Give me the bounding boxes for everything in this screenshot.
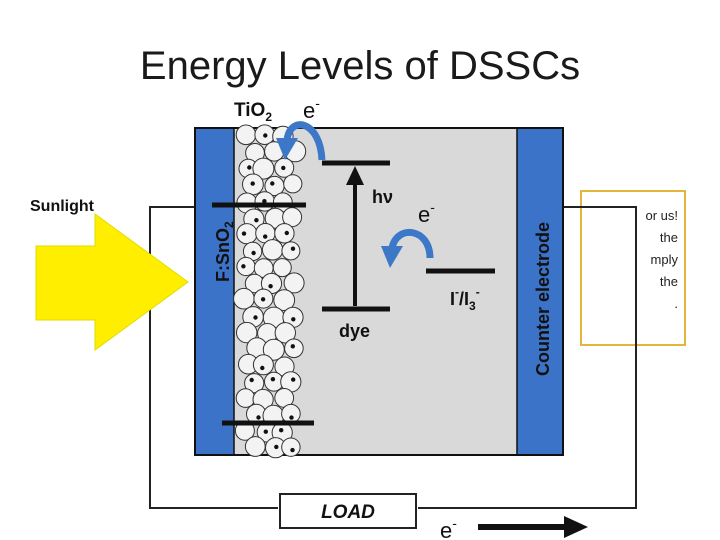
adsorbed-dye-dot (290, 344, 295, 349)
dye-label: dye (339, 321, 370, 341)
adsorbed-dye-dot (241, 231, 247, 236)
tio2-label: TiO2 (234, 100, 272, 124)
adsorbed-dye-dot (260, 365, 265, 371)
adsorbed-dye-dot (290, 447, 295, 453)
adsorbed-dye-dot (291, 317, 296, 322)
fto-label: F:SnO2 (213, 221, 236, 282)
partially-hidden-text-box: or us! the mply the . (580, 190, 686, 346)
redox-label: I-/I3- (450, 285, 480, 313)
tio2-particle (252, 354, 274, 376)
load-label: LOAD (321, 502, 375, 523)
tio2-particle (272, 258, 292, 278)
adsorbed-dye-dot (254, 218, 259, 223)
tio2-particle (235, 124, 257, 146)
excitation-arrowhead (346, 166, 364, 185)
sunlight-label: Sunlight (30, 198, 95, 215)
tio2-particle (244, 373, 265, 394)
tio2-particle (283, 272, 305, 294)
note-line-2: the (659, 230, 678, 245)
slide-title: Energy Levels of DSSCs (139, 44, 581, 88)
tio2-particle (233, 287, 255, 310)
electron-mid-label: e- (418, 199, 435, 227)
adsorbed-dye-dot (284, 230, 289, 236)
note-line-1: or us! (645, 208, 678, 223)
tio2-particle (235, 388, 256, 408)
tio2-particle (284, 338, 304, 359)
fto-electrode (196, 129, 234, 454)
adsorbed-dye-dot (274, 444, 279, 450)
adsorbed-dye-dot (262, 199, 267, 204)
injection-curved-arrow (283, 121, 326, 161)
adsorbed-dye-dot (251, 250, 256, 256)
adsorbed-dye-dot (249, 377, 254, 383)
note-line-4: the (659, 274, 678, 289)
adsorbed-dye-dot (268, 284, 273, 289)
tio2-particle (274, 322, 296, 344)
adsorbed-dye-dot (250, 181, 255, 186)
regeneration-arrowhead (381, 246, 403, 268)
tio2-particle (252, 157, 275, 180)
adsorbed-dye-dot (256, 415, 261, 420)
tio2-particle (282, 207, 303, 228)
adsorbed-dye-dot (241, 264, 246, 269)
tio2-particle (236, 321, 258, 344)
adsorbed-dye-dot (289, 415, 294, 420)
tio2-particle (281, 403, 301, 424)
circuit-wire (149, 206, 637, 509)
adsorbed-dye-dot (290, 246, 296, 251)
load-box (279, 493, 417, 529)
tio2-particle (273, 289, 296, 312)
note-line-3: mply (650, 252, 678, 267)
adsorbed-dye-dot (247, 165, 252, 170)
tio2-particle (281, 437, 301, 457)
adsorbed-dye-dot (291, 377, 296, 382)
adsorbed-dye-dot (281, 165, 286, 171)
tio2-particle (261, 239, 284, 261)
adsorbed-dye-dot (263, 429, 268, 434)
tio2-particle (281, 241, 301, 261)
adsorbed-dye-dot (263, 234, 268, 239)
electron-top-label: e- (303, 95, 320, 123)
note-line-5: . (674, 296, 678, 311)
adsorbed-dye-dot (263, 133, 268, 138)
adsorbed-dye-dot (253, 315, 258, 320)
tio2-particle (236, 223, 258, 245)
adsorbed-dye-dot (270, 181, 275, 186)
tio2-particle (236, 256, 256, 277)
tio2-particle (244, 436, 266, 457)
sunlight-arrow (35, 213, 189, 351)
electron-flow-arrowhead (564, 516, 588, 538)
electron-bottom-label: e- (440, 515, 457, 540)
counter-electrode-label: Counter electrode (533, 222, 553, 376)
tio2-particle (283, 174, 303, 194)
adsorbed-dye-dot (270, 377, 276, 382)
injection-arrowhead (276, 138, 298, 160)
counter-electrode (517, 129, 562, 454)
adsorbed-dye-dot (279, 428, 284, 433)
adsorbed-dye-dot (260, 297, 266, 302)
hv-label: hν (372, 187, 393, 207)
tio2-particle (274, 223, 295, 244)
regeneration-curved-arrow (388, 229, 434, 259)
